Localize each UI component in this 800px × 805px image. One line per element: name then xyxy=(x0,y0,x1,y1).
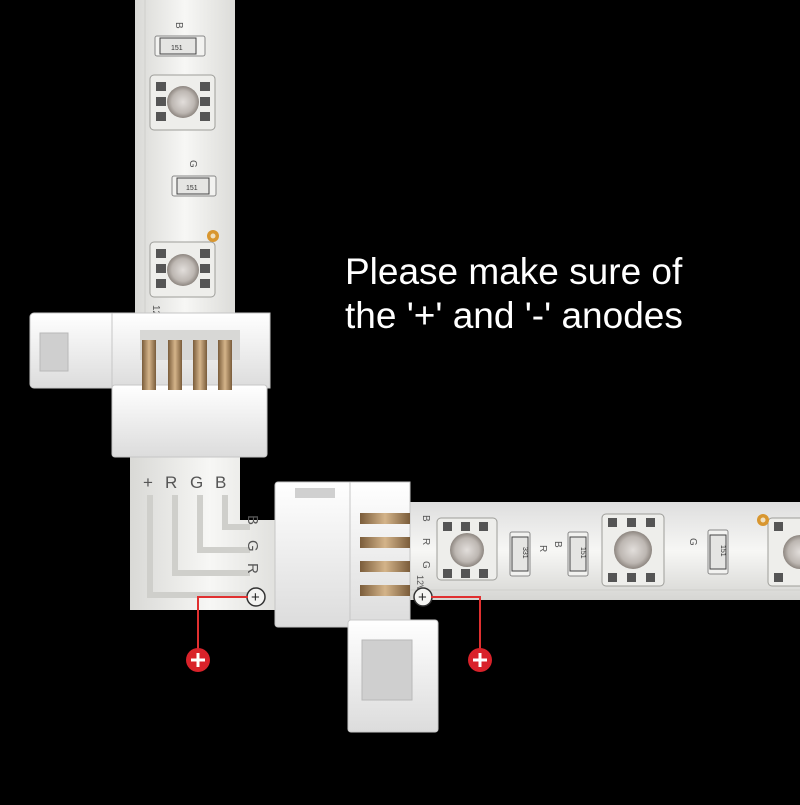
l-corner-label: R xyxy=(244,563,261,574)
led-chip xyxy=(601,513,665,587)
pcb-label: R xyxy=(537,545,548,552)
connector-pins xyxy=(142,340,232,390)
pcb-label: B xyxy=(420,515,431,522)
resistor-code: 151 xyxy=(719,545,726,557)
plus-label: + xyxy=(251,589,260,606)
right-connector-clip xyxy=(274,481,439,733)
l-corner-label: G xyxy=(244,540,261,552)
l-corner-label: G xyxy=(190,473,203,492)
pcb-label: R xyxy=(420,538,431,545)
pcb-label: 12V xyxy=(415,575,425,591)
vertical-led-strip: 151 151 B G 12V G R B xyxy=(135,0,235,330)
led-chip xyxy=(767,517,800,587)
pcb-label: G xyxy=(187,160,198,168)
resistor-code: 151 xyxy=(579,547,586,559)
plus-marker-icon xyxy=(186,648,210,672)
resistor-code: 151 xyxy=(186,185,198,192)
top-connector-clip xyxy=(29,312,271,458)
caption-line-1: Please make sure of xyxy=(345,251,683,292)
plus-label: + xyxy=(418,589,427,606)
pcb-label: G xyxy=(420,561,431,569)
l-corner-label: R xyxy=(165,473,177,492)
resistor: 331 xyxy=(509,531,531,577)
pcb-label: G xyxy=(687,538,698,546)
resistor: 151 xyxy=(171,175,217,197)
pcb-label: B xyxy=(552,541,563,548)
caption-line-2: the '+' and '-' anodes xyxy=(345,295,683,336)
resistor: 151 xyxy=(707,529,729,575)
led-chip xyxy=(436,517,498,581)
pcb-label: B xyxy=(173,22,184,29)
resistor: 151 xyxy=(567,531,589,577)
l-corner-label: + xyxy=(143,473,153,492)
horizontal-led-strip: 331 151 151 R B G B R G 12V xyxy=(405,502,800,600)
l-corner-label: B xyxy=(215,473,226,492)
l-corner-label: B xyxy=(244,515,261,525)
l-corner-connector-board: + R G B B G R + xyxy=(130,455,290,610)
polarity-annotations xyxy=(197,596,481,650)
resistor-code: 331 xyxy=(521,547,528,559)
instruction-caption: Please make sure of the '+' and '-' anod… xyxy=(345,250,775,338)
plus-marker-icon xyxy=(468,648,492,672)
resistor: 151 xyxy=(154,35,206,57)
resistor-code: 151 xyxy=(171,45,183,52)
connector-pins xyxy=(360,513,410,596)
led-chip xyxy=(149,241,216,298)
led-chip xyxy=(149,74,216,131)
